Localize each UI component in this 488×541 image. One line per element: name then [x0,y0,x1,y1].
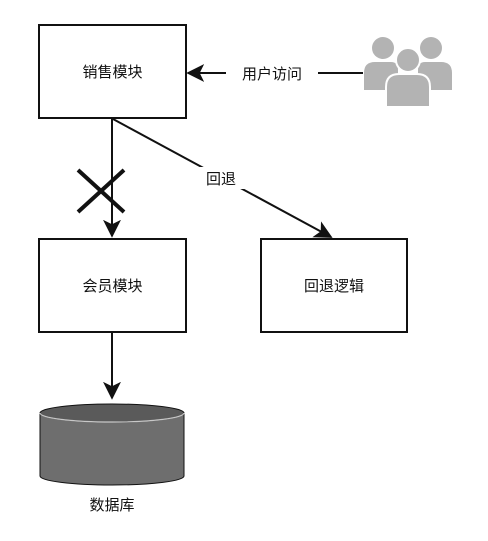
user-access-label: 用户访问 [242,65,302,83]
member-module-label: 会员模块 [82,277,142,295]
sales-module-node: 销售模块 [38,24,187,119]
member-module-node: 会员模块 [38,238,187,333]
rollback-edge-label: 回退 [206,170,236,188]
rollback-edge: 回退 [112,118,333,238]
database-label: 数据库 [89,496,134,514]
cross-icon [76,168,126,214]
rollback-logic-node: 回退逻辑 [260,238,408,333]
users-group-icon [364,37,452,108]
user-access-edge: 用户访问 [186,62,363,84]
sales-module-label: 销售模块 [82,63,142,81]
database-node: 数据库 [39,403,185,514]
rollback-logic-label: 回退逻辑 [304,277,364,295]
